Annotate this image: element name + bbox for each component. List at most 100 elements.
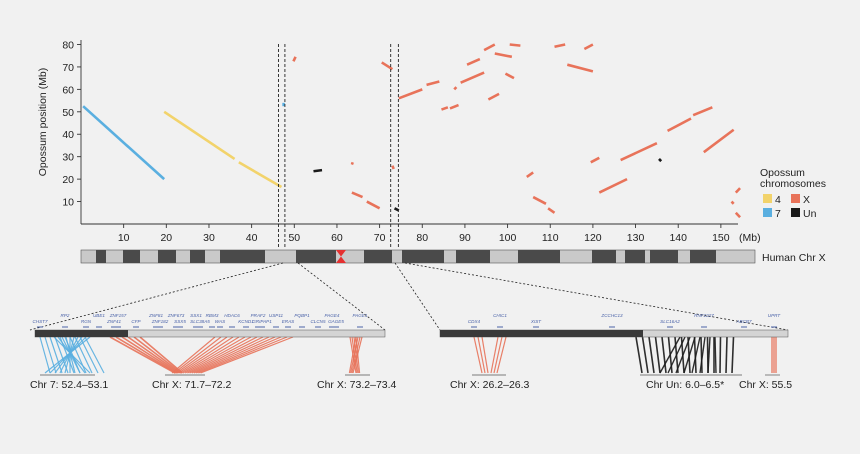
gene-label: ABCB7 xyxy=(735,319,752,324)
synteny-link xyxy=(707,336,711,374)
gene-label: ZNF182 xyxy=(151,319,169,324)
x-tick-label: 110 xyxy=(542,232,559,244)
segment-chr-7 xyxy=(82,105,166,181)
legend-label-un: Un xyxy=(803,208,817,220)
gene-label: PAGE1 xyxy=(353,313,368,318)
synteny-link xyxy=(171,336,216,374)
gene-label: PQBP1 xyxy=(294,313,310,318)
synteny-link xyxy=(39,336,51,374)
segment-chr-x xyxy=(466,57,481,66)
segment-chr-x xyxy=(566,63,594,73)
synteny-link xyxy=(661,336,667,374)
synteny-link xyxy=(691,336,701,374)
synteny-link xyxy=(193,336,276,374)
legend-label-4: 4 xyxy=(775,194,781,206)
segment-chr-x xyxy=(734,211,742,219)
x-tick-label: 130 xyxy=(627,232,645,244)
segment-chr-x xyxy=(449,103,460,110)
plot-frame xyxy=(80,40,738,225)
label-chrx-26: Chr X: 26.2–26.3 xyxy=(450,379,530,391)
segment-chr-x xyxy=(426,80,440,87)
segment-chr-x xyxy=(351,191,364,199)
segment-chr-4 xyxy=(238,161,283,189)
ideogram-band xyxy=(456,250,490,263)
synteny-link xyxy=(352,336,363,374)
synteny-link xyxy=(84,336,105,374)
synteny-link xyxy=(648,336,655,374)
synteny-link xyxy=(176,336,228,374)
gene-label: ZCCHC13 xyxy=(600,313,623,318)
synteny-link xyxy=(641,336,649,374)
label-chrx-55: Chr X: 55.5 xyxy=(739,379,792,391)
gene-label: GAGE5 xyxy=(328,319,344,324)
synteny-link xyxy=(683,336,696,374)
ideogram-band xyxy=(220,250,265,263)
gene-label: ZNF157 xyxy=(109,313,127,318)
gene-label: ZNF673 xyxy=(167,313,185,318)
synteny-link xyxy=(481,336,489,374)
synteny-link xyxy=(189,336,264,374)
y-tick-label: 70 xyxy=(62,62,74,74)
x-tick-label: 90 xyxy=(459,232,471,244)
ideogram-band xyxy=(402,250,444,263)
segment-chr-x xyxy=(554,43,566,49)
ideogram-band xyxy=(690,250,716,263)
segment-chr-x xyxy=(292,56,297,62)
segment-chr-un xyxy=(313,168,323,173)
gene-label: SSX1 xyxy=(190,313,202,318)
y-tick-label: 80 xyxy=(62,39,74,51)
label-chrx-71: Chr X: 71.7–72.2 xyxy=(152,379,232,391)
label-chrun: Chr Un: 6.0–6.5* xyxy=(646,379,724,391)
gene-label: ERAS xyxy=(282,319,295,324)
ideogram-band xyxy=(592,250,616,263)
synteny-link xyxy=(195,336,282,374)
synteny-link xyxy=(133,336,182,374)
synteny-link xyxy=(659,336,681,374)
gene-label: KCND1 xyxy=(238,319,254,324)
segment-chr-x xyxy=(598,177,628,194)
gene-label: USP11 xyxy=(269,313,284,318)
projection-line xyxy=(404,262,789,331)
segment-chr-x xyxy=(547,207,556,214)
synteny-link xyxy=(178,336,234,374)
segment-chr-x xyxy=(590,156,600,164)
synteny-link xyxy=(198,336,288,374)
segment-chr-x xyxy=(666,117,692,133)
synteny-link xyxy=(473,336,483,374)
gene-label: UBE1 xyxy=(93,313,105,318)
x-tick-label: 10 xyxy=(118,232,130,244)
human-chrx-ideogram xyxy=(80,249,756,264)
synteny-link xyxy=(184,336,252,374)
synteny-link xyxy=(725,336,728,374)
detail-panel-left: CHST7RP2RGNUBE1ZNF41ZNF157CFPZNF81ZNF182… xyxy=(32,313,386,376)
segment-chr-x xyxy=(494,52,513,59)
gene-label: GRIPAP1 xyxy=(252,319,272,324)
legend-swatch-7 xyxy=(763,208,772,217)
label-chrx-73: Chr X: 73.2–73.4 xyxy=(317,379,397,391)
synteny-link xyxy=(493,336,503,374)
segment-chr-x xyxy=(692,106,713,117)
y-tick-label: 60 xyxy=(62,84,74,96)
y-tick-label: 20 xyxy=(62,174,74,186)
ideogram-band xyxy=(518,250,560,263)
synteny-link xyxy=(121,336,179,374)
segment-chr-x xyxy=(381,61,394,71)
segment-chr-x xyxy=(453,86,458,91)
synteny-link xyxy=(699,336,706,374)
highlight-windows xyxy=(278,44,399,248)
detail-panel-labels: Chr 7: 52.4–53.1 Chr X: 71.7–72.2 Chr X:… xyxy=(30,379,792,391)
gene-label: UPRT xyxy=(768,313,782,318)
centromere xyxy=(336,250,346,263)
synteny-link xyxy=(350,336,359,374)
ideogram-band xyxy=(158,250,176,263)
detail-panel-right: CDX4CHIC1XISTZCCHC13SLC16A2RNF2227ABCB7U… xyxy=(439,313,789,376)
detail-bar-dark xyxy=(35,330,128,337)
zoom-projection-lines xyxy=(29,262,789,331)
gene-label: CLCN5 xyxy=(310,319,326,324)
synteny-link xyxy=(127,336,180,374)
label-chr7: Chr 7: 52.4–53.1 xyxy=(30,379,108,391)
synteny-link xyxy=(490,336,499,374)
x-tick-label: 80 xyxy=(416,232,428,244)
